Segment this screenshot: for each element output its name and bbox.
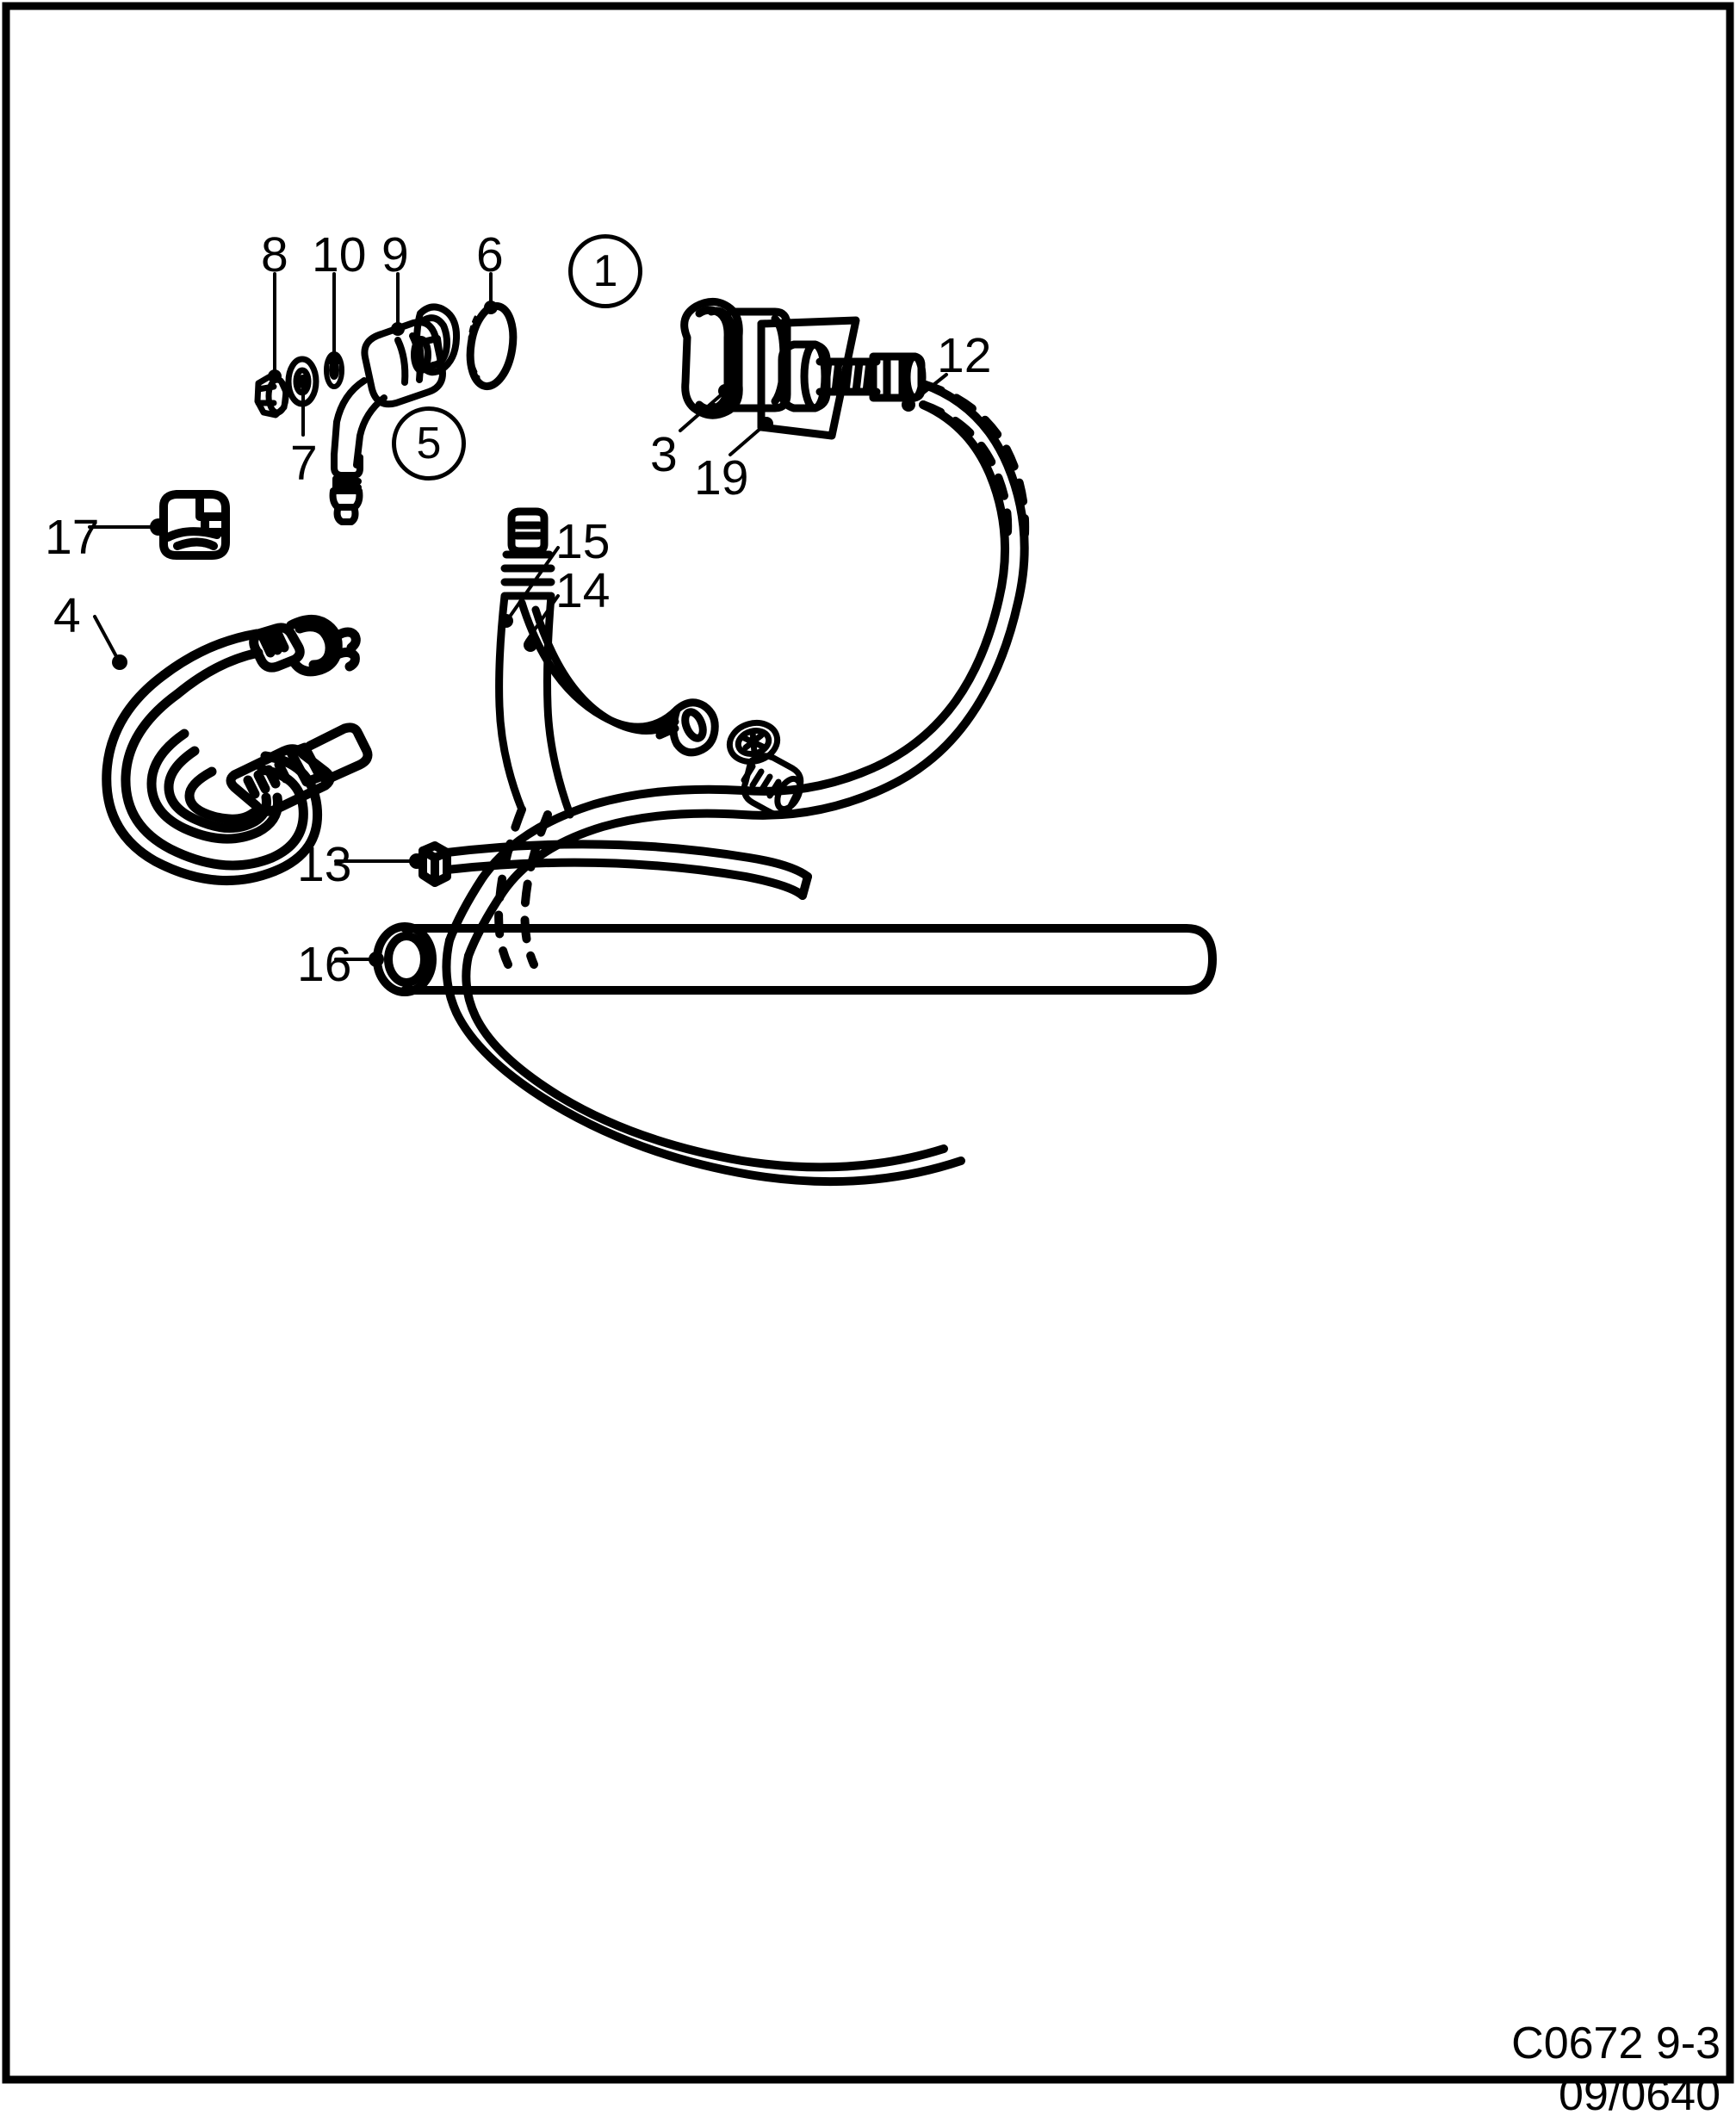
callout-3: 3 xyxy=(650,427,678,482)
callout-15: 15 xyxy=(555,514,611,569)
callout-circle-5-label: 5 xyxy=(416,419,442,468)
part-16-protective-sleeve xyxy=(373,922,1217,996)
callout-circle-5: 5 xyxy=(392,406,466,481)
part-19-mounting-bracket-plate xyxy=(757,316,860,440)
callout-circle-1: 1 xyxy=(568,234,642,308)
callout-8: 8 xyxy=(261,227,288,282)
callout-12: 12 xyxy=(937,328,992,383)
callout-13: 13 xyxy=(297,837,352,892)
part-7-flat-washer xyxy=(285,356,319,407)
callout-6: 6 xyxy=(476,227,504,282)
callout-7: 7 xyxy=(290,436,318,491)
part-4-power-cord-coiled xyxy=(102,615,373,886)
part-13-cable-tie xyxy=(418,840,812,900)
hose-dashed-segment xyxy=(494,380,1030,969)
part-14-screw xyxy=(741,753,804,818)
leader-lines xyxy=(88,272,948,961)
part-12-hose-fitting-nut xyxy=(778,340,927,412)
part-9-socket-connector-cap xyxy=(331,303,461,468)
part-15-star-washer xyxy=(726,719,781,766)
part-10-small-washer xyxy=(324,351,344,389)
part-5-cable-and-ground-strap xyxy=(495,507,719,819)
callout-17: 17 xyxy=(45,510,100,565)
part-3-heater-element-body xyxy=(680,298,791,419)
callout-4: 4 xyxy=(53,588,81,643)
callout-19: 19 xyxy=(694,450,749,505)
caption-doc-code: C0672 9-3 xyxy=(1511,2018,1720,2068)
part-8-hex-nut xyxy=(254,374,289,419)
callout-circle-1-label: 1 xyxy=(592,246,618,296)
diagram-border xyxy=(2,2,1734,2084)
callout-16: 16 xyxy=(297,937,352,992)
caption-revision-code: 09/0640 xyxy=(1559,2070,1720,2120)
callout-10: 10 xyxy=(312,227,367,282)
callout-9: 9 xyxy=(381,227,409,282)
part-17-retaining-clip xyxy=(159,490,230,560)
part-6-o-ring xyxy=(466,301,518,391)
callout-14: 14 xyxy=(555,563,611,618)
part-5-heater-cable-upper xyxy=(329,451,363,525)
